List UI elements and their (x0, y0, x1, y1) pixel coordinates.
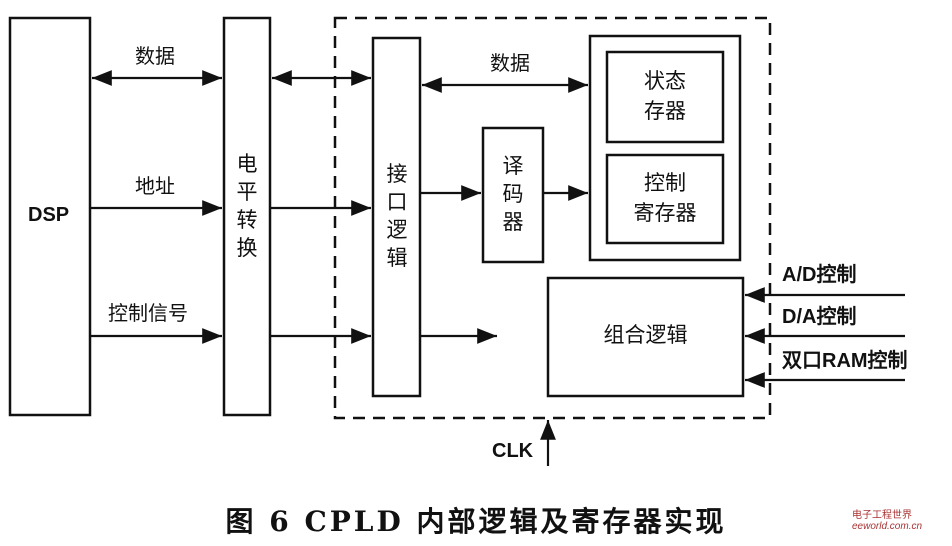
status-register-line2: 存器 (644, 99, 686, 123)
level-shift-box (222, 16, 272, 417)
da-control-label: D/A控制 (782, 306, 857, 328)
dpram-control-label: 双口RAM控制 (782, 350, 908, 372)
figure-caption: 图 6 CPLD 内部逻辑及寄存器实现 (225, 505, 727, 538)
register-group-box (588, 34, 742, 262)
data-signal-label: 数据 (135, 44, 175, 68)
status-register-box (605, 50, 725, 144)
decoder-box (481, 126, 545, 264)
combo-logic-box (546, 276, 745, 398)
interface-logic-box (371, 36, 422, 398)
dsp-box (8, 16, 92, 417)
ad-control-label: A/D控制 (782, 264, 857, 286)
status-register-line1: 状态 (644, 69, 686, 93)
dsp-label: DSP (28, 204, 70, 226)
control-register-label: 控制 寄存器 (607, 168, 723, 228)
address-signal-label: 地址 (135, 174, 175, 198)
inner-data-label: 数据 (490, 51, 530, 75)
watermark-line2: eeworld.com.cn (852, 521, 923, 532)
watermark-logo: 电子工程世界 eeworld.com.cn (852, 510, 922, 532)
status-register-label: 状态 存器 (607, 66, 723, 126)
watermark-line1: 电子工程世界 (852, 510, 912, 521)
control-signal-label: 控制信号 (108, 301, 188, 325)
combo-logic-label: 组合逻辑 (603, 323, 688, 347)
control-register-line2: 寄存器 (633, 201, 697, 225)
clk-label: CLK (492, 440, 534, 462)
level-shift-label: 电平转换 (236, 152, 258, 260)
cpld-boundary (333, 16, 772, 420)
interface-logic-label: 接口逻辑 (386, 162, 408, 270)
control-register-line1: 控制 (644, 171, 686, 195)
control-register-box (605, 153, 725, 245)
decoder-label: 译码器 (502, 154, 524, 234)
